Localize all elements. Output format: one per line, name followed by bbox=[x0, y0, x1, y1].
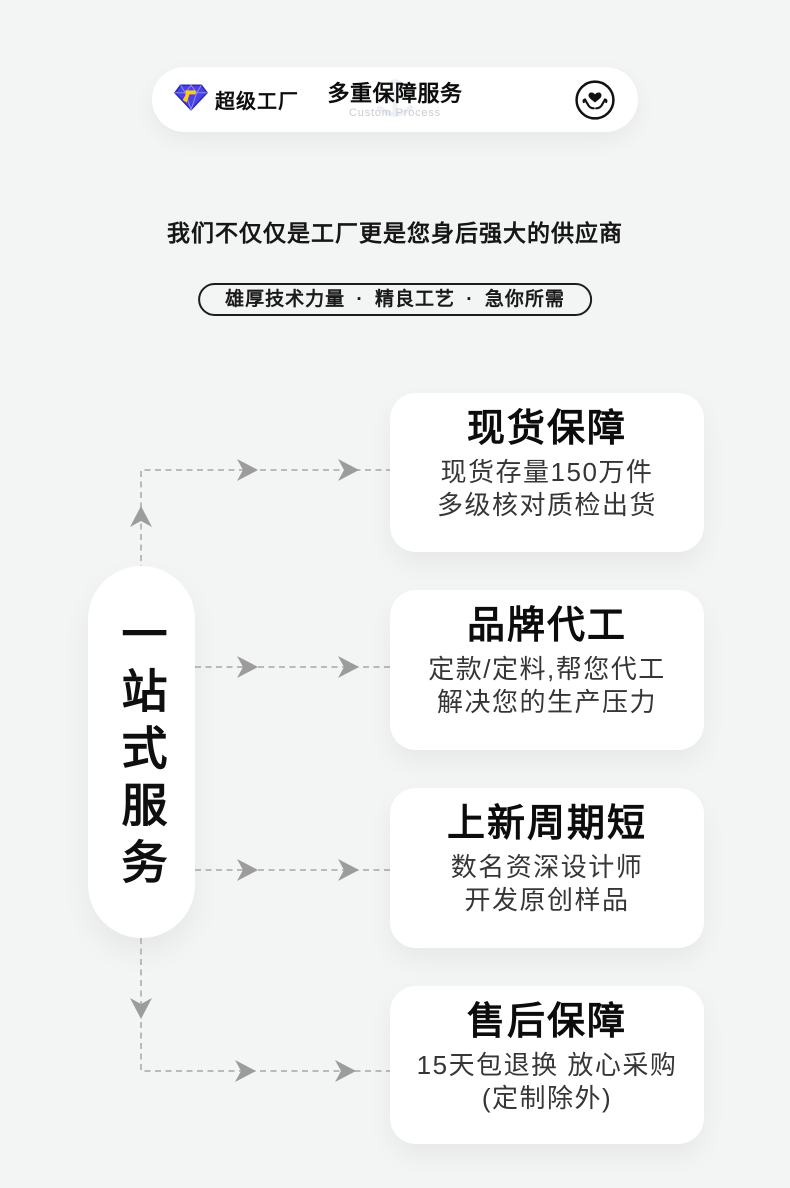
header-bar: 超级工厂 多重保障服务 Custom Process bbox=[152, 67, 638, 132]
arrowhead-right-icon bbox=[237, 656, 258, 678]
card-line: 解决您的生产压力 bbox=[436, 687, 657, 717]
arrowhead-right-icon bbox=[335, 1060, 356, 1082]
service-card-stock: 现货保障 现货存量150万件 多级核对质检出货 bbox=[390, 393, 704, 552]
connector-path-bottom bbox=[140, 938, 392, 1072]
arrowhead-right-icon bbox=[338, 656, 359, 678]
arrowhead-right-icon bbox=[237, 459, 258, 481]
card-line: 现货存量150万件 bbox=[440, 457, 654, 487]
header-subtitle: Custom Process bbox=[349, 106, 441, 119]
tagline-pill: 雄厚技术力量 · 精良工艺 · 急你所需 bbox=[198, 283, 592, 316]
service-card-oem: 品牌代工 定款/定料,帮您代工 解决您的生产压力 bbox=[390, 590, 704, 750]
heart-in-hands-icon bbox=[574, 79, 616, 121]
arrowhead-up-icon bbox=[130, 506, 152, 527]
arrowhead-right-icon bbox=[237, 859, 258, 881]
brand: 超级工厂 bbox=[174, 83, 299, 117]
arrowhead-down-icon bbox=[130, 998, 152, 1019]
card-title: 现货保障 bbox=[466, 408, 627, 450]
header-title: 多重保障服务 bbox=[327, 80, 463, 106]
card-line: 多级核对质检出货 bbox=[436, 490, 657, 520]
card-line: (定制除外) bbox=[481, 1083, 613, 1113]
card-title: 售后保障 bbox=[466, 1001, 627, 1043]
arrowhead-right-icon bbox=[235, 1060, 256, 1082]
service-card-newcycle: 上新周期短 数名资深设计师 开发原创样品 bbox=[390, 788, 704, 948]
service-pill-label: 一站式服务 bbox=[115, 609, 168, 895]
service-card-aftersale: 售后保障 15天包退换 放心采购 (定制除外) bbox=[390, 986, 704, 1144]
card-title: 品牌代工 bbox=[466, 605, 627, 647]
header-center: 多重保障服务 Custom Process bbox=[285, 78, 505, 119]
card-line: 定款/定料,帮您代工 bbox=[428, 654, 666, 684]
headline: 我们不仅仅是工厂更是您身后强大的供应商 bbox=[167, 220, 623, 246]
gem-factory-icon bbox=[174, 83, 208, 117]
card-title: 上新周期短 bbox=[446, 803, 647, 845]
card-line: 开发原创样品 bbox=[464, 885, 630, 915]
card-line: 数名资深设计师 bbox=[450, 852, 644, 882]
arrowhead-right-icon bbox=[338, 859, 359, 881]
card-line: 15天包退换 放心采购 bbox=[416, 1050, 678, 1080]
anchor-watermark-icon bbox=[376, 78, 414, 117]
connector-path-top bbox=[140, 469, 392, 566]
brand-name: 超级工厂 bbox=[215, 91, 299, 113]
arrowhead-right-icon bbox=[338, 459, 359, 481]
service-pill: 一站式服务 bbox=[88, 566, 195, 938]
